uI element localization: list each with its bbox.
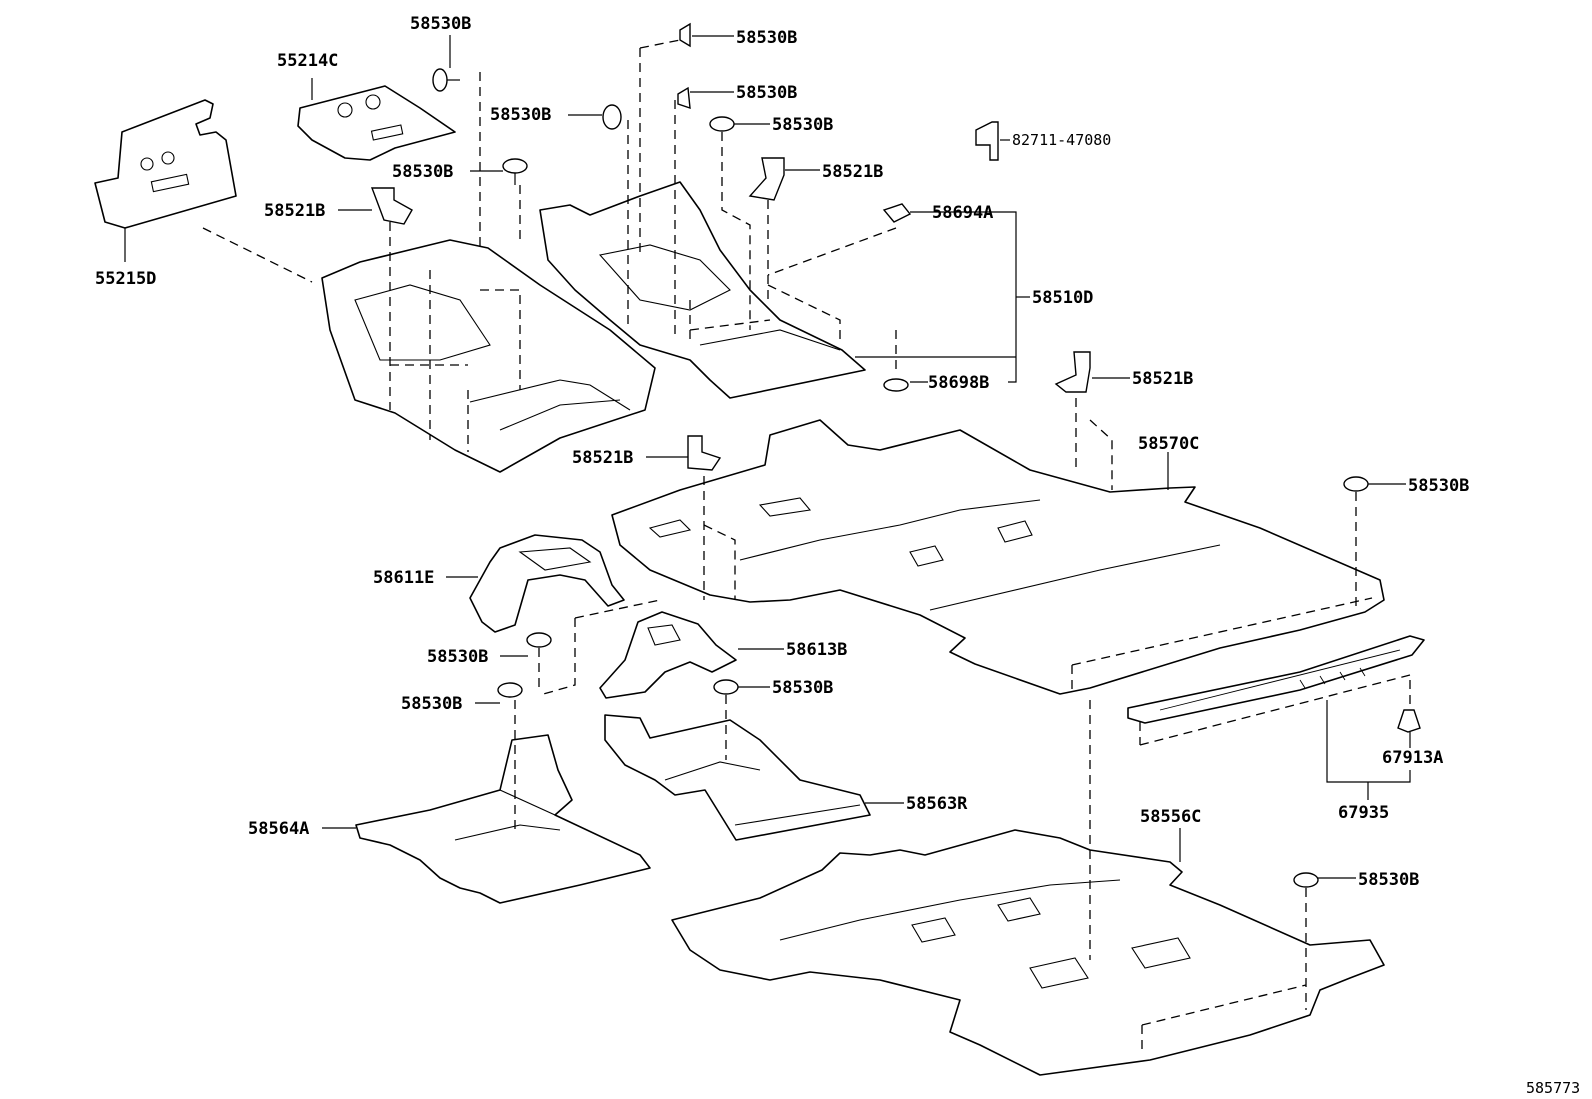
label-58694A: 58694A: [932, 203, 993, 223]
label-58530B: 58530B: [736, 28, 797, 48]
label-58521B: 58521B: [264, 201, 325, 221]
label-58556C: 58556C: [1140, 807, 1201, 827]
part-front-right-floor-silencer: [539, 181, 866, 399]
label-58563R: 58563R: [906, 794, 968, 814]
label-58530B: 58530B: [427, 647, 488, 667]
part-55215D-silencer-pad: [94, 99, 237, 229]
label-58611E: 58611E: [373, 568, 434, 588]
figure-reference-number: 585773: [1526, 1079, 1580, 1097]
fastener-clips: [370, 22, 1421, 888]
part-58563R-floor-silencer: [604, 714, 871, 841]
label-58521B: 58521B: [572, 448, 633, 468]
label-58530B: 58530B: [401, 694, 462, 714]
label-58613B: 58613B: [786, 640, 847, 660]
label-58530B: 58530B: [736, 83, 797, 103]
label-67935: 67935: [1338, 803, 1389, 823]
label-58521B: 58521B: [822, 162, 883, 182]
part-55214C-silencer-pad: [297, 85, 456, 161]
label-55215D: 55215D: [95, 269, 156, 289]
leader-lines: [124, 35, 1411, 879]
label-58530B: 58530B: [772, 115, 833, 135]
callout-labels: 55214C 55215D 58530B 58530B 58530B 58530…: [95, 14, 1469, 890]
part-58556C-floor-carpet: [671, 829, 1385, 1076]
part-67935-scuff-plate: [1127, 635, 1425, 724]
label-82711-47080: 82711-47080: [1012, 131, 1111, 149]
part-58570C-floor-carpet: [611, 419, 1385, 695]
part-58564A-floor-silencer: [355, 734, 651, 904]
label-58698B: 58698B: [928, 373, 989, 393]
label-58564A: 58564A: [248, 819, 309, 839]
label-55214C: 55214C: [277, 51, 338, 71]
part-58611E-bracket: [469, 534, 625, 633]
label-58570C: 58570C: [1138, 434, 1199, 454]
part-58613B-bracket: [599, 611, 737, 699]
label-58530B: 58530B: [1408, 476, 1469, 496]
label-58530B: 58530B: [1358, 870, 1419, 890]
label-58510D: 58510D: [1032, 288, 1093, 308]
label-58521B: 58521B: [1132, 369, 1193, 389]
label-58530B: 58530B: [772, 678, 833, 698]
label-58530B: 58530B: [392, 162, 453, 182]
label-67913A: 67913A: [1382, 748, 1443, 768]
dashed-assembly-lines: [202, 39, 1411, 1055]
label-58530B: 58530B: [410, 14, 471, 34]
part-front-left-floor-silencer: [321, 239, 656, 473]
label-58530B: 58530B: [490, 105, 551, 125]
